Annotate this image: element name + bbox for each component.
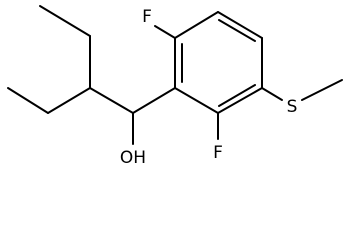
- ring-bond-c6-c1: [174, 87, 219, 114]
- bond-carbinol-to-ring: [132, 87, 176, 114]
- ethyl-group-lower: [7, 87, 91, 114]
- ring-double-bond-inner-bottom: [218, 84, 256, 107]
- ring-bond-c2-c3: [174, 11, 219, 39]
- bond-ethyl-lower-ch2: [47, 87, 91, 114]
- bond-branch-to-carbinol: [89, 87, 134, 114]
- fluorine-bottom-label: F: [213, 143, 223, 163]
- hydroxyl-label: OH: [120, 148, 146, 168]
- fluorine-top-label: F: [142, 7, 152, 27]
- benzene-ring: [174, 11, 263, 114]
- bond-ethyl-lower-terminal: [7, 87, 49, 114]
- bond-ring-to-f-top: [154, 25, 176, 39]
- chemical-structure: F F S OH: [7, 5, 343, 168]
- bond-ethyl-upper-terminal: [39, 5, 91, 37]
- bond-ring-to-sulfur: [261, 87, 283, 101]
- ring-bond-c3-c4: [217, 11, 263, 39]
- bond-sulfur-to-methyl: [301, 79, 343, 101]
- ring-double-bond-inner-top: [218, 19, 256, 42]
- sulfur-label: S: [287, 97, 298, 117]
- ethyl-group-upper: [39, 5, 91, 89]
- ring-bond-c5-c6: [217, 87, 263, 114]
